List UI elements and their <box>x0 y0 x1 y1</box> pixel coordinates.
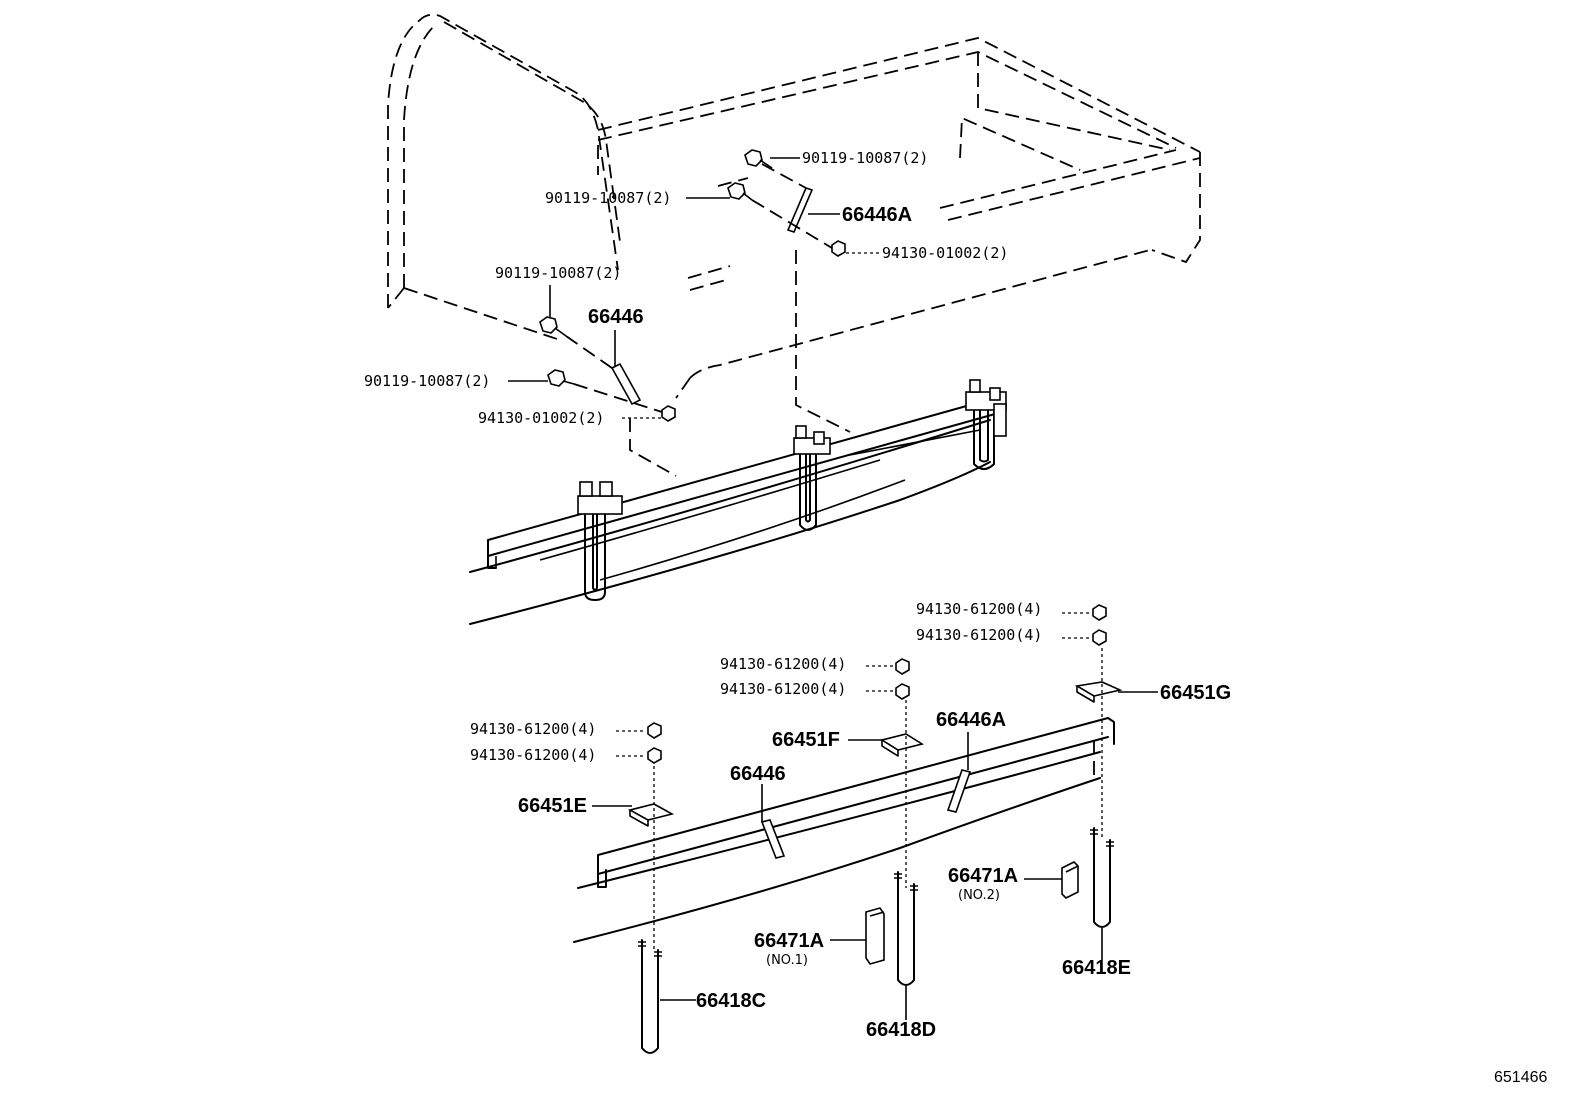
callout-nut-e1: 94130-61200(4) <box>470 720 596 738</box>
callout-bracket-b: 66446 <box>730 763 786 785</box>
callout-nut-top: 94130-01002(2) <box>882 244 1008 262</box>
diagram-id: 651466 <box>1494 1069 1547 1086</box>
callout-nut-f1: 94130-61200(4) <box>720 655 846 673</box>
callout-bracket-top: 66446A <box>842 204 912 226</box>
plate-icon <box>879 733 925 757</box>
callout-spacer-no2: 66471A <box>948 865 1018 887</box>
nut-icon <box>831 240 846 257</box>
upper-ubolt-left <box>577 481 623 601</box>
nut-icon <box>647 722 662 739</box>
callout-nut-g2: 94130-61200(4) <box>916 626 1042 644</box>
callout-ubolt-c: 66418C <box>696 990 766 1012</box>
upper-ubolt-center <box>793 425 831 531</box>
assembly-lines-upper <box>565 163 833 413</box>
bracket-icon <box>760 819 786 859</box>
nut-icon <box>1092 604 1107 621</box>
bolt-icon <box>727 182 753 201</box>
nut-icon <box>895 658 910 675</box>
bolt-icon <box>744 149 773 169</box>
bolt-icon <box>539 316 567 337</box>
callout-bolt-top-left: 90119-10087(2) <box>545 189 671 207</box>
nut-icon <box>895 683 910 700</box>
callout-bolt-lower: 90119-10087(2) <box>364 372 490 390</box>
lower-parts <box>627 604 1123 1054</box>
callout-bolt-top-right: 90119-10087(2) <box>802 149 928 167</box>
upper-fasteners <box>539 149 846 422</box>
bracket-icon <box>610 362 642 406</box>
leader-lines-lower <box>592 612 1158 1020</box>
callout-bracket-mid: 66446 <box>588 306 644 328</box>
callout-nut-lower: 94130-01002(2) <box>478 409 604 427</box>
nut-icon <box>1092 629 1107 646</box>
callout-nut-g1: 94130-61200(4) <box>916 600 1042 618</box>
leaf-spring-upper <box>469 397 996 625</box>
nut-icon <box>661 405 676 422</box>
ubolt-icon <box>638 939 662 1054</box>
bracket-icon <box>786 187 814 233</box>
callout-bolt-mid: 90119-10087(2) <box>495 264 621 282</box>
callout-labels: 90119-10087(2) 90119-10087(2) 66446A 941… <box>364 149 1547 1086</box>
callout-nut-f2: 94130-61200(4) <box>720 680 846 698</box>
plate-icon <box>627 803 675 827</box>
leaf-spring-lower <box>573 717 1115 943</box>
ubolt-icon <box>1090 827 1114 928</box>
plate-icon <box>1074 681 1123 703</box>
callout-plate-e: 66451E <box>518 795 587 817</box>
callout-spacer-no1-sub: (NO.1) <box>766 953 808 968</box>
callout-spacer-no2-sub: (NO.2) <box>958 888 1000 903</box>
truck-bed-outline <box>387 13 1201 477</box>
callout-ubolt-d: 66418D <box>866 1019 936 1041</box>
leader-lines-upper <box>508 157 880 419</box>
callout-ubolt-e: 66418E <box>1062 957 1131 979</box>
bolt-icon <box>547 369 575 387</box>
bracket-icon <box>946 769 972 813</box>
spacer-block-icon <box>865 907 885 965</box>
callout-nut-e2: 94130-61200(4) <box>470 746 596 764</box>
ubolt-icon <box>894 871 918 986</box>
callout-bracket-a: 66446A <box>936 709 1006 731</box>
callout-plate-f: 66451F <box>772 729 840 751</box>
assembly-lines-lower <box>653 648 1103 952</box>
spacer-block-icon <box>1061 861 1079 899</box>
callout-spacer-no1: 66471A <box>754 930 824 952</box>
nut-icon <box>647 747 662 764</box>
upper-ubolt-right <box>965 379 1007 470</box>
callout-plate-g: 66451G <box>1160 682 1231 704</box>
